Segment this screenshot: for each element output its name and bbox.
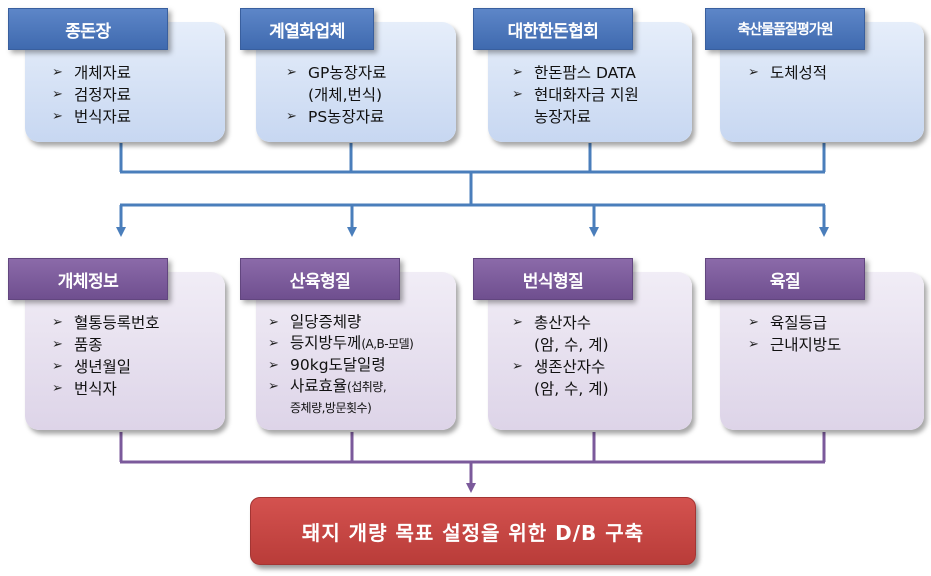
list-item: PS농장자료	[286, 106, 386, 128]
list-item: GP농장자료(개체,번식)	[286, 62, 386, 106]
list-item: 근내지방도	[748, 334, 841, 356]
list-item: 생년월일	[52, 356, 160, 378]
source-list-breeding-farm: 개체자료 검정자료 번식자료	[52, 62, 131, 128]
category-title-meat-quality: 육질	[705, 258, 865, 300]
category-list-growth-traits: 일당증체량 등지방두께(A,B-모델) 90kg도달일령 사료효율(섭취량,증체…	[268, 312, 414, 419]
list-item: 총산자수(암, 수, 계)	[512, 312, 609, 356]
list-item: 사료효율(섭취량,증체량,방문횟수)	[268, 376, 413, 419]
list-item: 육질등급	[748, 312, 841, 334]
top-connector	[116, 143, 829, 237]
list-item: 품종	[52, 334, 160, 356]
result-box: 돼지 개량 목표 설정을 위한 D/B 구축	[250, 497, 696, 565]
list-item: 생존산자수(암, 수, 계)	[512, 356, 609, 400]
category-list-reproduction-traits: 총산자수(암, 수, 계) 생존산자수(암, 수, 계)	[512, 312, 609, 400]
source-list-quality-institute: 도체성적	[748, 62, 827, 84]
source-list-integrator: GP농장자료(개체,번식) PS농장자료	[286, 62, 386, 128]
list-item: 혈통등록번호	[52, 312, 160, 334]
source-title-breeding-farm: 종돈장	[8, 8, 168, 50]
list-item: 90kg도달일령	[268, 355, 413, 376]
list-item: 번식자료	[52, 106, 131, 128]
list-item: 개체자료	[52, 62, 131, 84]
bottom-connector	[119, 432, 826, 493]
category-title-individual-info: 개체정보	[8, 258, 168, 300]
source-title-integrator: 계열화업체	[240, 8, 374, 50]
category-list-meat-quality: 육질등급 근내지방도	[748, 312, 841, 356]
list-item: 일당증체량	[268, 312, 413, 333]
list-item: 번식자	[52, 378, 160, 400]
list-item: 검정자료	[52, 84, 131, 106]
list-item: 한돈팜스 DATA	[512, 62, 639, 84]
category-list-individual-info: 혈통등록번호 품종 생년월일 번식자	[52, 312, 160, 400]
source-title-quality-institute: 축산물품질평가원	[705, 8, 865, 50]
list-item: 도체성적	[748, 62, 827, 84]
category-title-reproduction-traits: 번식형질	[473, 258, 633, 300]
list-item: 등지방두께(A,B-모델)	[268, 333, 414, 355]
category-title-growth-traits: 산육형질	[240, 258, 400, 300]
source-title-pork-association: 대한한돈협회	[473, 8, 633, 50]
